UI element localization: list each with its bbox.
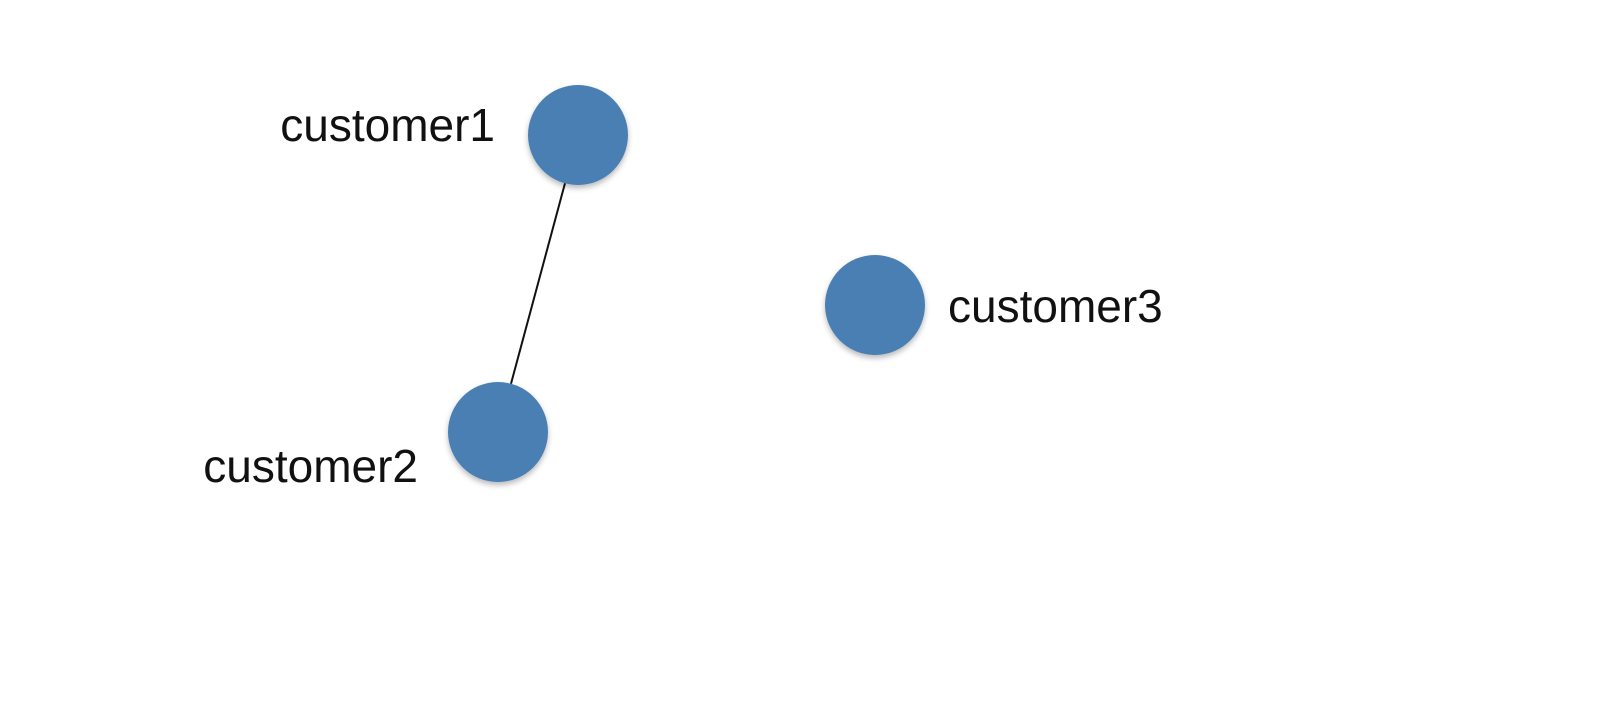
edges-layer <box>510 183 566 384</box>
node-label: customer2 <box>203 440 418 492</box>
node-label: customer3 <box>948 280 1163 332</box>
node-customer3[interactable]: customer3 <box>825 255 1163 355</box>
nodes-layer: customer1 customer2 customer3 <box>203 85 1163 492</box>
node-circle[interactable] <box>528 85 628 185</box>
node-circle[interactable] <box>825 255 925 355</box>
edge-customer1-customer2 <box>510 183 566 384</box>
node-customer1[interactable]: customer1 <box>280 85 628 185</box>
node-circle[interactable] <box>448 382 548 482</box>
node-customer2[interactable]: customer2 <box>203 382 548 492</box>
node-label: customer1 <box>280 99 495 151</box>
